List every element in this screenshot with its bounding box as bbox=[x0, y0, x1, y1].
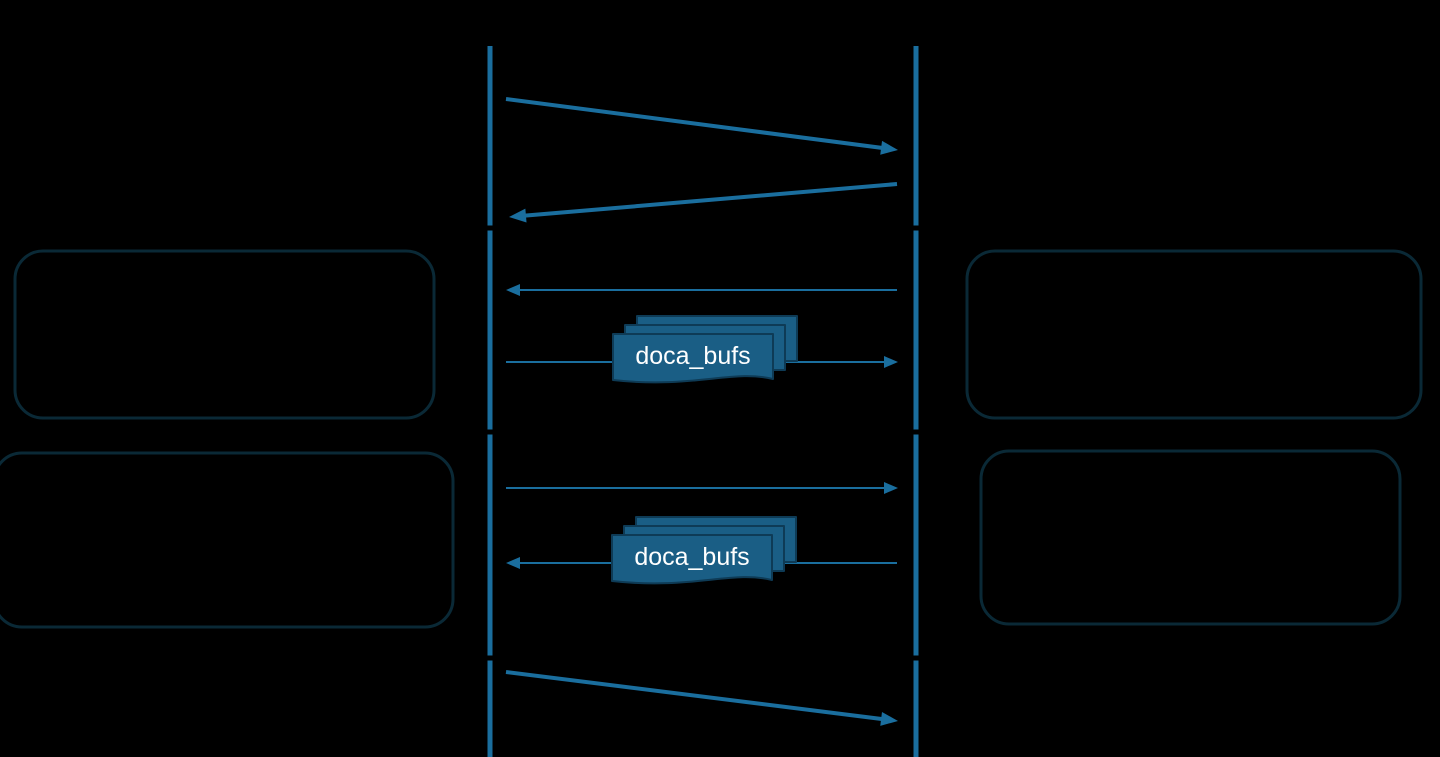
lower-left-box[interactable] bbox=[0, 451, 455, 629]
right-lifeline[interactable] bbox=[913, 46, 919, 757]
message-arrow-5-left-to-right[interactable] bbox=[506, 482, 898, 494]
upper-right-box[interactable] bbox=[965, 249, 1423, 420]
message-arrows bbox=[505, 97, 898, 726]
doca-bufs-label: doca_bufs bbox=[634, 543, 749, 571]
lifelines bbox=[487, 46, 919, 757]
doca-bufs-stack-2[interactable]: doca_bufs bbox=[611, 516, 797, 585]
left-lifeline[interactable] bbox=[487, 46, 493, 757]
message-arrow-2-right-to-left[interactable] bbox=[509, 182, 898, 223]
message-payload-stacks: doca_bufs doca_bufs bbox=[611, 315, 798, 585]
participant-boxes bbox=[0, 249, 1423, 629]
doca-bufs-label: doca_bufs bbox=[635, 342, 750, 370]
message-arrow-7-left-to-right[interactable] bbox=[505, 670, 898, 726]
message-arrow-1-left-to-right[interactable] bbox=[505, 97, 898, 155]
lower-right-box[interactable] bbox=[979, 449, 1402, 626]
doca-bufs-stack-1[interactable]: doca_bufs bbox=[612, 315, 798, 384]
upper-left-box[interactable] bbox=[13, 249, 436, 420]
message-arrow-3-right-to-left[interactable] bbox=[506, 284, 897, 296]
